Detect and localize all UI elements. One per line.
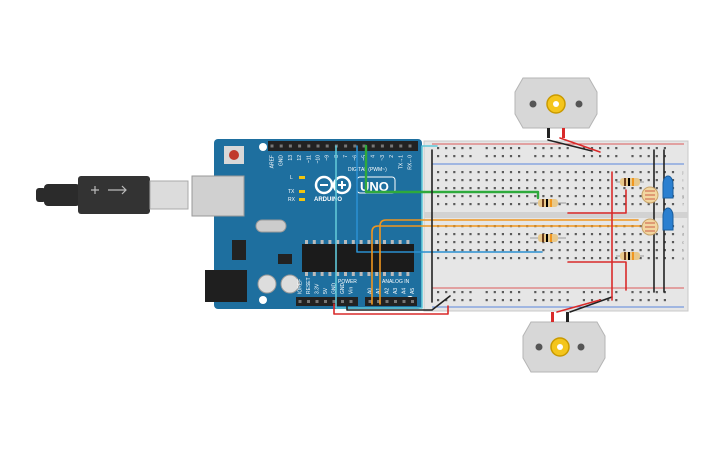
dc-motor-icon[interactable] — [522, 312, 606, 373]
digital-pin-label: 2 — [389, 155, 395, 158]
breadboard-row-letter: a — [682, 256, 685, 261]
resistor-icon[interactable] — [530, 199, 566, 207]
breadboard-row-letter: d — [682, 232, 684, 237]
analog-pin-label: A2 — [385, 288, 391, 294]
analog-pin-label: A3 — [393, 288, 399, 294]
analog-pin-label: A0 — [368, 288, 374, 294]
digital-pin-label: ~3 — [380, 155, 386, 161]
atmega-chip — [302, 244, 414, 272]
wire-red-motor2[interactable] — [556, 299, 601, 313]
breadboard-row-letter: g — [682, 194, 684, 199]
power-pin-label: IOREF — [298, 279, 304, 294]
power-pin-label: Vin — [349, 287, 355, 294]
wire-red-motor1[interactable] — [559, 137, 601, 153]
transistor-icon[interactable] — [662, 207, 674, 231]
ic-pins — [305, 240, 410, 276]
capacitor — [280, 274, 300, 294]
digital-pin-label: 8 — [334, 155, 340, 158]
digital-pin-label: ~5 — [362, 155, 368, 161]
power-pin-label: RESET — [306, 277, 312, 294]
digital-pin-label: 12 — [297, 155, 303, 161]
wire-blue-pin9[interactable] — [356, 145, 543, 253]
digital-header-label: DIGITAL (PWM~) — [348, 167, 387, 173]
digital-header[interactable] — [268, 141, 418, 151]
power-pin-label: GND — [332, 283, 338, 295]
wires — [333, 137, 665, 315]
power-pin-label: GND — [340, 283, 346, 295]
led-rx — [299, 198, 305, 201]
bottom-pin-holes — [298, 300, 414, 303]
led-rx-label: RX — [288, 197, 296, 203]
digital-pin-label: 7 — [343, 155, 349, 158]
wire-red-bb2[interactable] — [567, 261, 627, 291]
reset-button-cap — [229, 150, 239, 160]
digital-pin-label: ~10 — [316, 155, 322, 164]
arduino-logo — [314, 175, 352, 195]
breadboard-row-letter: c — [682, 240, 684, 245]
wire-orange-a1[interactable] — [379, 219, 639, 305]
breadboard-row-letter: f — [682, 202, 684, 207]
power-pin-label: 5V — [323, 287, 329, 294]
digital-pin-label: 13 — [288, 155, 294, 161]
breadboard-holes — [437, 147, 675, 302]
breadboard-row-letter: h — [682, 186, 684, 191]
digital-pin-label: AREF — [270, 155, 276, 168]
digital-pin-label: RX←0 — [408, 155, 414, 170]
wire-red-5v[interactable] — [333, 303, 449, 315]
regulator — [232, 240, 246, 260]
photoresistor-icon[interactable] — [641, 218, 659, 236]
breadboard-row-letter: i — [683, 178, 684, 183]
led-l — [299, 176, 305, 179]
usb-chip — [278, 254, 292, 264]
model-label: UNO — [360, 179, 389, 194]
usb-port — [191, 175, 245, 217]
wire-black-motor1[interactable] — [547, 139, 593, 152]
power-header-label: POWER — [338, 279, 357, 285]
analog-pin-label: A4 — [402, 288, 408, 294]
crystal — [255, 219, 287, 233]
wire-red-bb1[interactable] — [567, 189, 627, 214]
led-tx-label: TX — [288, 189, 295, 195]
dc-motor-icon[interactable] — [514, 77, 598, 138]
breadboard-row-letter: j — [682, 170, 684, 175]
resistor-icon[interactable] — [616, 252, 644, 260]
analog-pin-label: A5 — [410, 288, 416, 294]
photoresistor-icon[interactable] — [641, 186, 659, 204]
wire-black-motor2[interactable] — [569, 296, 613, 313]
digital-pin-label: 4 — [371, 155, 377, 158]
wire-cyan-loop[interactable] — [335, 145, 438, 309]
resistor-icon[interactable] — [616, 178, 644, 186]
analog-header-label: ANALOG IN — [382, 279, 410, 285]
mount-hole — [259, 143, 267, 151]
digital-pin-label: GND — [279, 155, 285, 167]
breadboard-center-channel — [424, 212, 688, 218]
analog-pin-label: A1 — [376, 288, 382, 294]
breadboard-row-letter: e — [682, 224, 685, 229]
transistor-icon[interactable] — [662, 175, 674, 199]
digital-pin-label: ~11 — [306, 155, 312, 163]
wire-green-pin6[interactable] — [364, 144, 540, 200]
led-l-label: L — [290, 175, 293, 181]
breadboard-row-letter: b — [682, 248, 685, 253]
capacitor — [257, 274, 277, 294]
digital-pin-label: ~9 — [325, 155, 331, 161]
resistor-icon[interactable] — [530, 234, 566, 242]
led-tx — [299, 190, 305, 193]
power-pin-label: 3.3V — [315, 283, 321, 294]
usb-cable-icon[interactable] — [36, 176, 189, 214]
brand-label: ARDUINO — [314, 197, 342, 203]
power-jack — [205, 270, 247, 302]
analog-header[interactable] — [365, 297, 417, 306]
wire-black-gnd[interactable] — [346, 295, 451, 311]
mount-hole — [259, 296, 267, 304]
digital-pin-label: ~6 — [352, 155, 358, 161]
digital-pin-label: TX→1 — [398, 155, 404, 169]
wire-orange-a0[interactable] — [371, 225, 641, 305]
